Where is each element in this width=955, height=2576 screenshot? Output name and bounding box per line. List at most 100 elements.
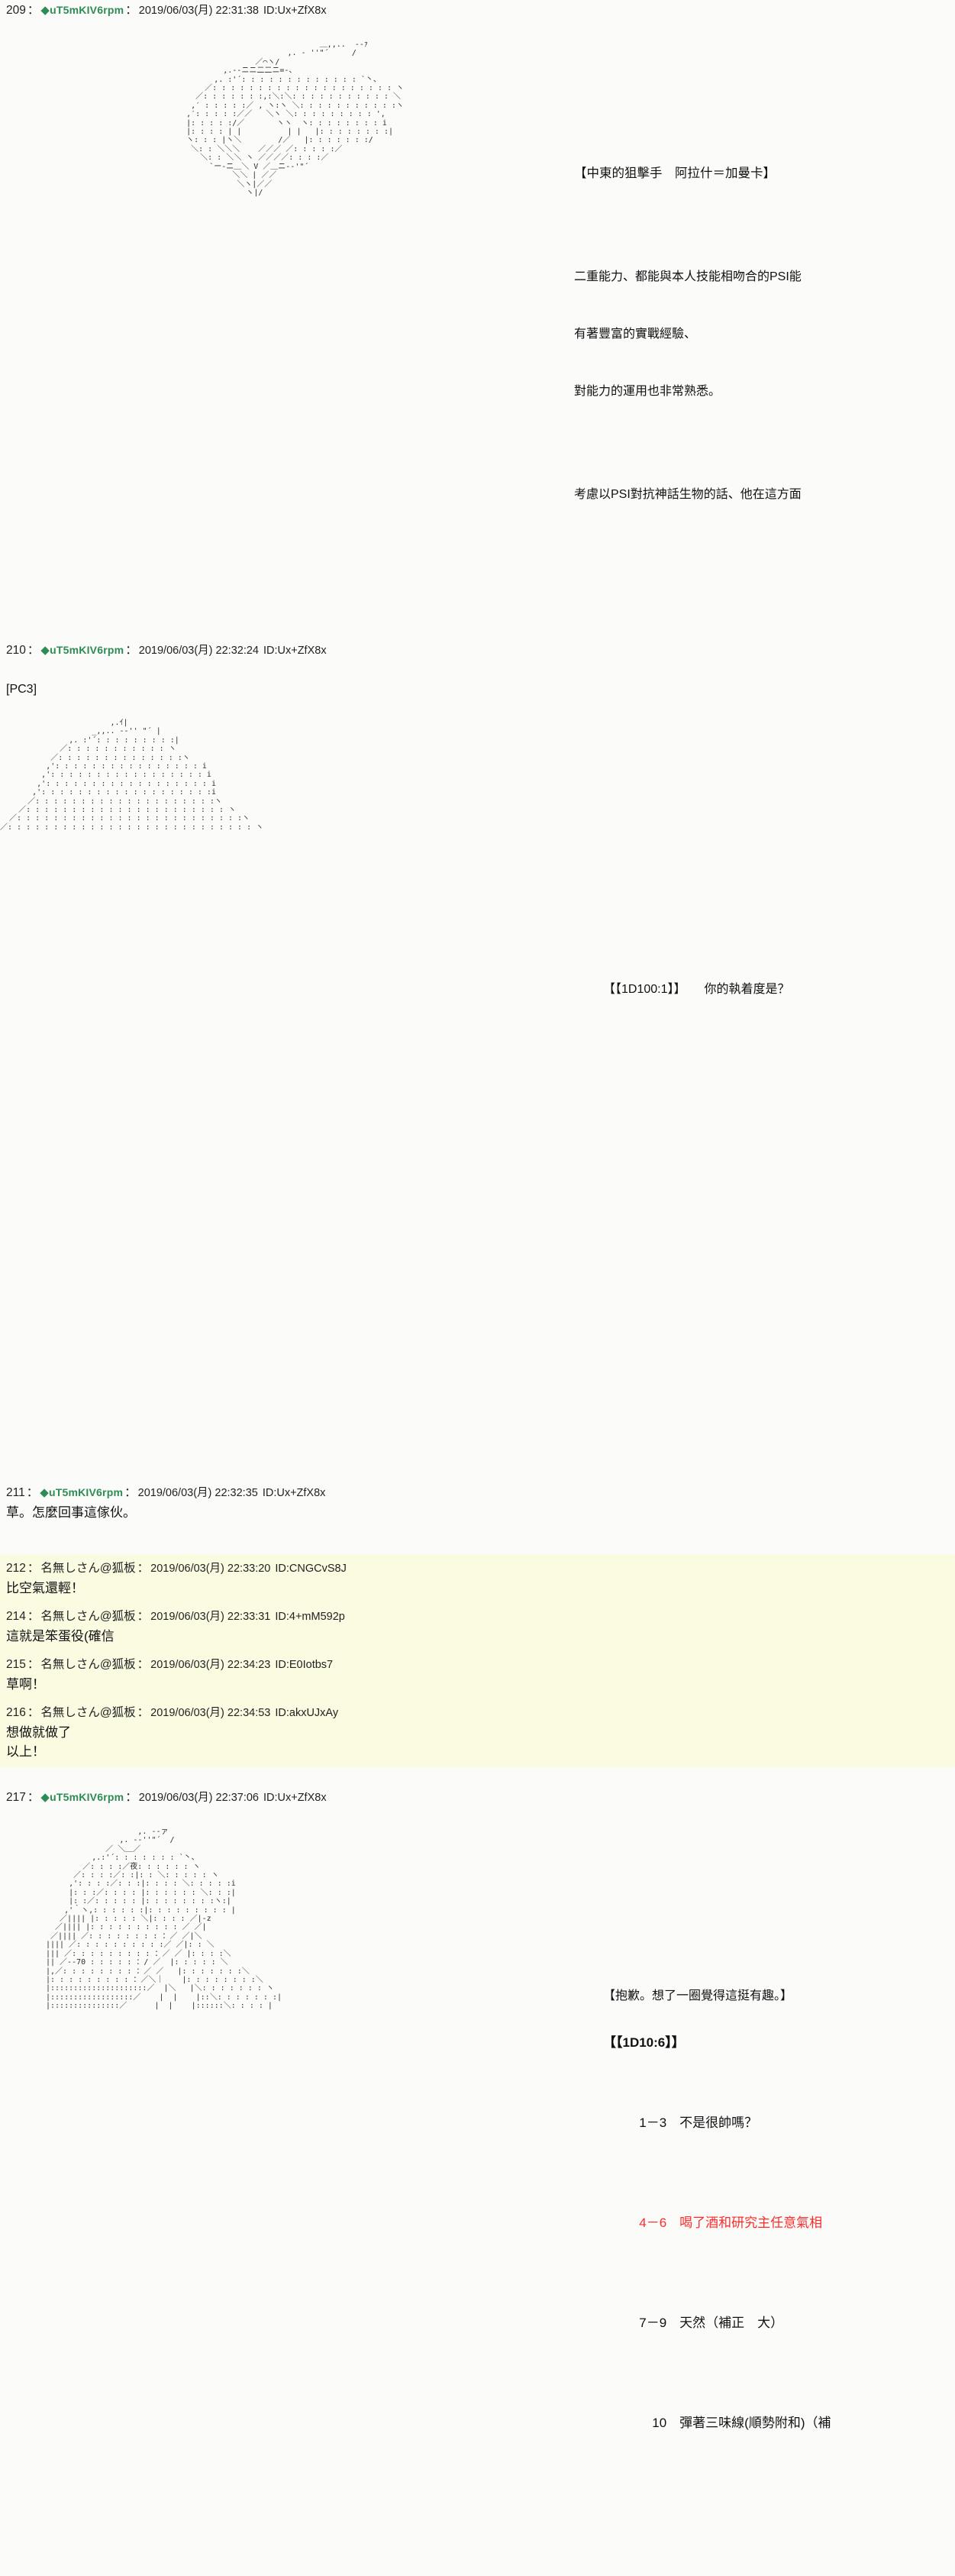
- dice-row: 7－9 天然（補正 大）: [603, 2292, 831, 2354]
- aa-art-container-210: ,.ｲ| _,,.. -‐'' "´ | ,. :'´: : : : : : :…: [0, 719, 955, 1482]
- separator: ：: [137, 1658, 150, 1671]
- post-id: ID:CNGCvS8J: [275, 1563, 347, 1575]
- character-line-3: 對能力的運用也非常熟悉。: [574, 385, 721, 398]
- post-author-name[interactable]: 名無しさん@狐板: [40, 1658, 136, 1671]
- post-id: ID:Ux+ZfX8x: [263, 645, 327, 657]
- dice-row-range: 1－3: [639, 2115, 667, 2130]
- post-id: ID:E0Iotbs7: [275, 1659, 334, 1671]
- separator: ：: [27, 1562, 40, 1575]
- post-number: 212: [6, 1562, 26, 1575]
- post-date: 2019/06/03(月) 22:33:20: [150, 1563, 271, 1575]
- separator: ：: [27, 4, 40, 17]
- dice-row-gap: [666, 2316, 679, 2330]
- dice-row: 1－3 不是很帥嗎？: [603, 2092, 831, 2154]
- post-body: 這就是笨蛋役(確信: [6, 1629, 115, 1644]
- post-date: 2019/06/03(月) 22:34:23: [150, 1659, 271, 1671]
- separator: ：: [125, 644, 137, 657]
- separator: ：: [27, 1610, 40, 1623]
- post-author-name[interactable]: ◆uT5mKIV6rpm: [40, 1486, 123, 1499]
- aa-art-container-217: ,. -‐ァ ,. -‐''"´ / ／ ＼＿／ ,.:'´: : : : : …: [0, 1828, 955, 2430]
- post-date: 2019/06/03(月) 22:33:31: [150, 1611, 271, 1623]
- post-id: ID:akxUJxAy: [275, 1707, 339, 1719]
- character-line-2: 有著豐富的實戰經驗、: [574, 328, 697, 341]
- post-number: 209: [6, 4, 26, 17]
- post-author-name[interactable]: ◆uT5mKIV6rpm: [40, 4, 124, 17]
- dice-row-range: 10: [639, 2416, 667, 2430]
- separator: ：: [137, 1562, 150, 1575]
- post-number: 215: [6, 1658, 26, 1671]
- dice-prompt-line: 【【1D100:1】】 你的執着度是？: [603, 983, 790, 996]
- separator: ：: [125, 4, 137, 17]
- separator: ：: [137, 1610, 150, 1623]
- post-number: 211: [6, 1486, 25, 1499]
- author-note-line: 【抱歉。想了一圈覺得這挺有趣。】: [603, 1989, 793, 2002]
- post-date: 2019/06/03(月) 22:31:38: [138, 5, 259, 17]
- diamond-icon: ◆: [40, 644, 50, 657]
- separator: ：: [27, 1706, 40, 1719]
- character-title: 【中東的狙擊手 阿拉什＝加曼卡】: [574, 166, 776, 180]
- aa-art-container-209: ＿,,.. -‐ｧ ,. - ''"´ / ／⌒ヽ/ ,.-‐ニニ二二ニ=-、 …: [0, 40, 955, 640]
- dice-result-heading: 【【1D10:6】】: [603, 2035, 685, 2050]
- post-body: 草。怎麼回事這傢伙。: [6, 1505, 136, 1520]
- post-date: 2019/06/03(月) 22:32:24: [138, 645, 259, 657]
- post-author-name[interactable]: ◆uT5mKIV6rpm: [40, 1791, 124, 1804]
- separator: ：: [125, 1791, 137, 1804]
- post-id: ID:4+mM592p: [275, 1611, 345, 1623]
- diamond-icon: ◆: [40, 4, 50, 17]
- post-body: 草啊！: [6, 1677, 45, 1692]
- character-line-5: 考慮以PSI對抗神話生物的話、他在這方面: [574, 488, 802, 501]
- post-date: 2019/06/03(月) 22:34:53: [150, 1707, 271, 1719]
- dice-row-text: 彈著三味線(順勢附和)（補: [679, 2416, 831, 2430]
- post-author-name[interactable]: ◆uT5mKIV6rpm: [40, 644, 124, 657]
- separator: ：: [27, 644, 40, 657]
- dice-prompt-210: 【【1D100:1】】 你的執着度是？: [603, 942, 790, 1037]
- separator: ：: [27, 1658, 40, 1671]
- separator: ：: [26, 1486, 39, 1499]
- dice-row-text: 喝了酒和研究主任意氣相: [679, 2216, 823, 2230]
- separator: ：: [124, 1486, 137, 1499]
- post-number: 210: [6, 644, 26, 657]
- post-number: 216: [6, 1706, 26, 1719]
- post-id: ID:Ux+ZfX8x: [263, 5, 327, 17]
- post-author-name[interactable]: 名無しさん@狐板: [40, 1610, 136, 1623]
- author-trip: uT5mKIV6rpm: [50, 4, 124, 16]
- post-body: 想做就做了 以上！: [6, 1725, 71, 1759]
- ascii-art: ,. -‐ァ ,. -‐''"´ / ／ ＼＿／ ,.:'´: : : : : …: [46, 1828, 282, 2011]
- separator: ：: [137, 1706, 150, 1719]
- author-note-217: 【抱歉。想了一圈覺得這挺有趣。】: [603, 1948, 792, 2044]
- diamond-icon: ◆: [40, 1486, 49, 1499]
- ascii-art: ,.ｲ| _,,.. -‐'' "´ | ,. :'´: : : : : : :…: [0, 719, 264, 832]
- dice-table-217: 【【1D10:6】】 1－3 不是很帥嗎？ 4－6 喝了酒和研究主任意氣相 7－…: [603, 1994, 831, 2492]
- separator: ：: [27, 1791, 40, 1804]
- dice-row-gap: [666, 2115, 679, 2130]
- post-author-name[interactable]: 名無しさん@狐板: [40, 1706, 136, 1719]
- pc-label: [PC3]: [6, 683, 37, 696]
- character-line-1: 二重能力、都能與本人技能相吻合的PSI能: [574, 270, 802, 283]
- post-date: 2019/06/03(月) 22:37:06: [138, 1792, 259, 1804]
- dice-row-range: 7－9: [639, 2316, 667, 2330]
- post-date: 2019/06/03(月) 22:32:35: [137, 1487, 258, 1499]
- dice-row-range: 4－6: [639, 2216, 667, 2230]
- ascii-art: ＿,,.. -‐ｧ ,. - ''"´ / ／⌒ヽ/ ,.-‐ニニ二二ニ=-、 …: [186, 40, 404, 197]
- post-author-name[interactable]: 名無しさん@狐板: [40, 1562, 136, 1575]
- post-id: ID:Ux+ZfX8x: [263, 1792, 327, 1804]
- author-trip: uT5mKIV6rpm: [50, 1791, 124, 1803]
- dice-row-gap: [666, 2216, 679, 2230]
- dice-row: 10 彈著三味線(順勢附和)（補: [603, 2392, 831, 2454]
